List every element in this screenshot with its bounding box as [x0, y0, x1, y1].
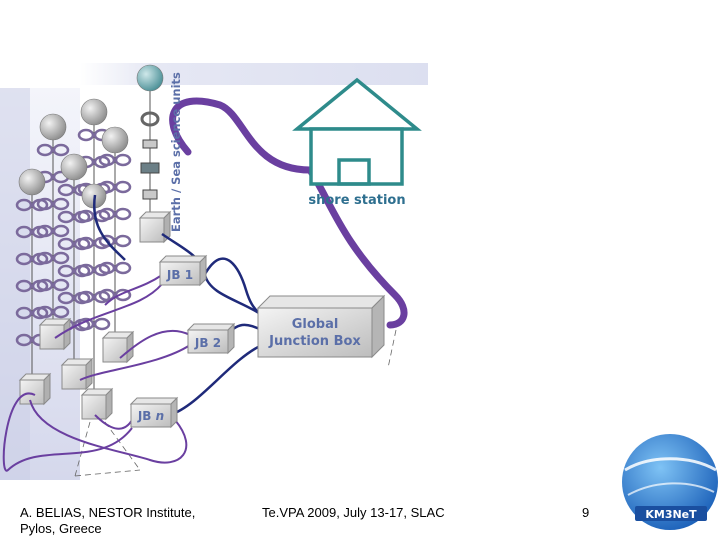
optical-module: [15, 225, 33, 239]
optical-module: [36, 197, 54, 211]
optical-module: [77, 263, 95, 277]
optical-module-rings: [15, 128, 132, 347]
optical-module: [114, 207, 132, 221]
detector-strings: [31, 80, 151, 410]
optical-module: [15, 252, 33, 266]
optical-module: [98, 207, 116, 221]
gjb-label-line2: Junction Box: [268, 334, 361, 349]
optical-module: [57, 264, 75, 278]
author-credit: A. BELIAS, NESTOR Institute, Pylos, Gree…: [20, 505, 250, 537]
optical-module: [52, 251, 70, 265]
optical-module: [77, 236, 95, 250]
optical-module: [114, 261, 132, 275]
optical-module: [57, 237, 75, 251]
logo-text: KM3NeT: [645, 508, 697, 521]
global-junction-box: Global Junction Box: [256, 294, 386, 359]
optical-module: [98, 153, 116, 167]
base-nodes: [18, 210, 172, 421]
optical-module: [93, 317, 111, 331]
author-line-2: Pylos, Greece: [20, 521, 102, 536]
optical-module: [15, 279, 33, 293]
optical-module: [52, 143, 70, 157]
optical-module: [98, 234, 116, 248]
optical-module: [57, 210, 75, 224]
optical-module: [57, 183, 75, 197]
author-line-1: A. BELIAS, NESTOR Institute,: [20, 505, 196, 520]
optical-module: [36, 278, 54, 292]
optical-module: [114, 234, 132, 248]
buoy: [18, 168, 46, 196]
junction-box-2: JB 2: [186, 322, 236, 355]
main-electro-optical-cable: [169, 97, 408, 329]
optical-module: [57, 291, 75, 305]
km3net-logo: KM3NeT: [622, 434, 718, 530]
optical-module: [77, 128, 95, 142]
jbn-label: JB n: [137, 409, 164, 423]
buoy: [39, 113, 67, 141]
optical-module: [114, 288, 132, 302]
base-node-cube: [101, 330, 135, 364]
science-units: [140, 111, 160, 200]
optical-module: [52, 197, 70, 211]
optical-module: [36, 251, 54, 265]
shore-station-house: [292, 77, 422, 186]
optical-module: [77, 209, 95, 223]
buoy: [101, 126, 129, 154]
jb1-label: JB 1: [166, 268, 193, 282]
buoy: [60, 153, 88, 181]
optical-module: [52, 224, 70, 238]
optical-module: [15, 198, 33, 212]
junction-box-n: JB n: [129, 396, 179, 429]
junction-box-1: JB 1: [158, 254, 208, 287]
base-node-cube: [138, 210, 172, 244]
base-node-cube: [60, 357, 94, 391]
optical-module: [36, 224, 54, 238]
cables-purple: [2, 274, 191, 472]
science-units-label: Earth / Sea science units: [169, 72, 183, 232]
event-info: Te.VPA 2009, July 13-17, SLAC: [262, 505, 445, 520]
optical-module: [114, 153, 132, 167]
buoy: [80, 98, 108, 126]
base-node-cube: [80, 387, 114, 421]
shore-station-label: shore station: [308, 193, 405, 208]
optical-module: [98, 261, 116, 275]
page-number: 9: [582, 505, 590, 520]
optical-module: [77, 290, 95, 304]
optical-module: [52, 305, 70, 319]
gjb-label-line1: Global: [292, 317, 339, 332]
optical-module: [15, 306, 33, 320]
optical-module: [15, 333, 33, 347]
optical-module: [52, 278, 70, 292]
optical-module: [36, 305, 54, 319]
anchor-lines: [74, 329, 397, 477]
jb2-label: JB 2: [194, 336, 221, 350]
optical-module: [36, 143, 54, 157]
optical-module: [98, 288, 116, 302]
optical-module: [114, 180, 132, 194]
base-node-cube: [18, 372, 52, 406]
base-node-cube: [38, 317, 72, 351]
science-buoy: [136, 64, 164, 92]
